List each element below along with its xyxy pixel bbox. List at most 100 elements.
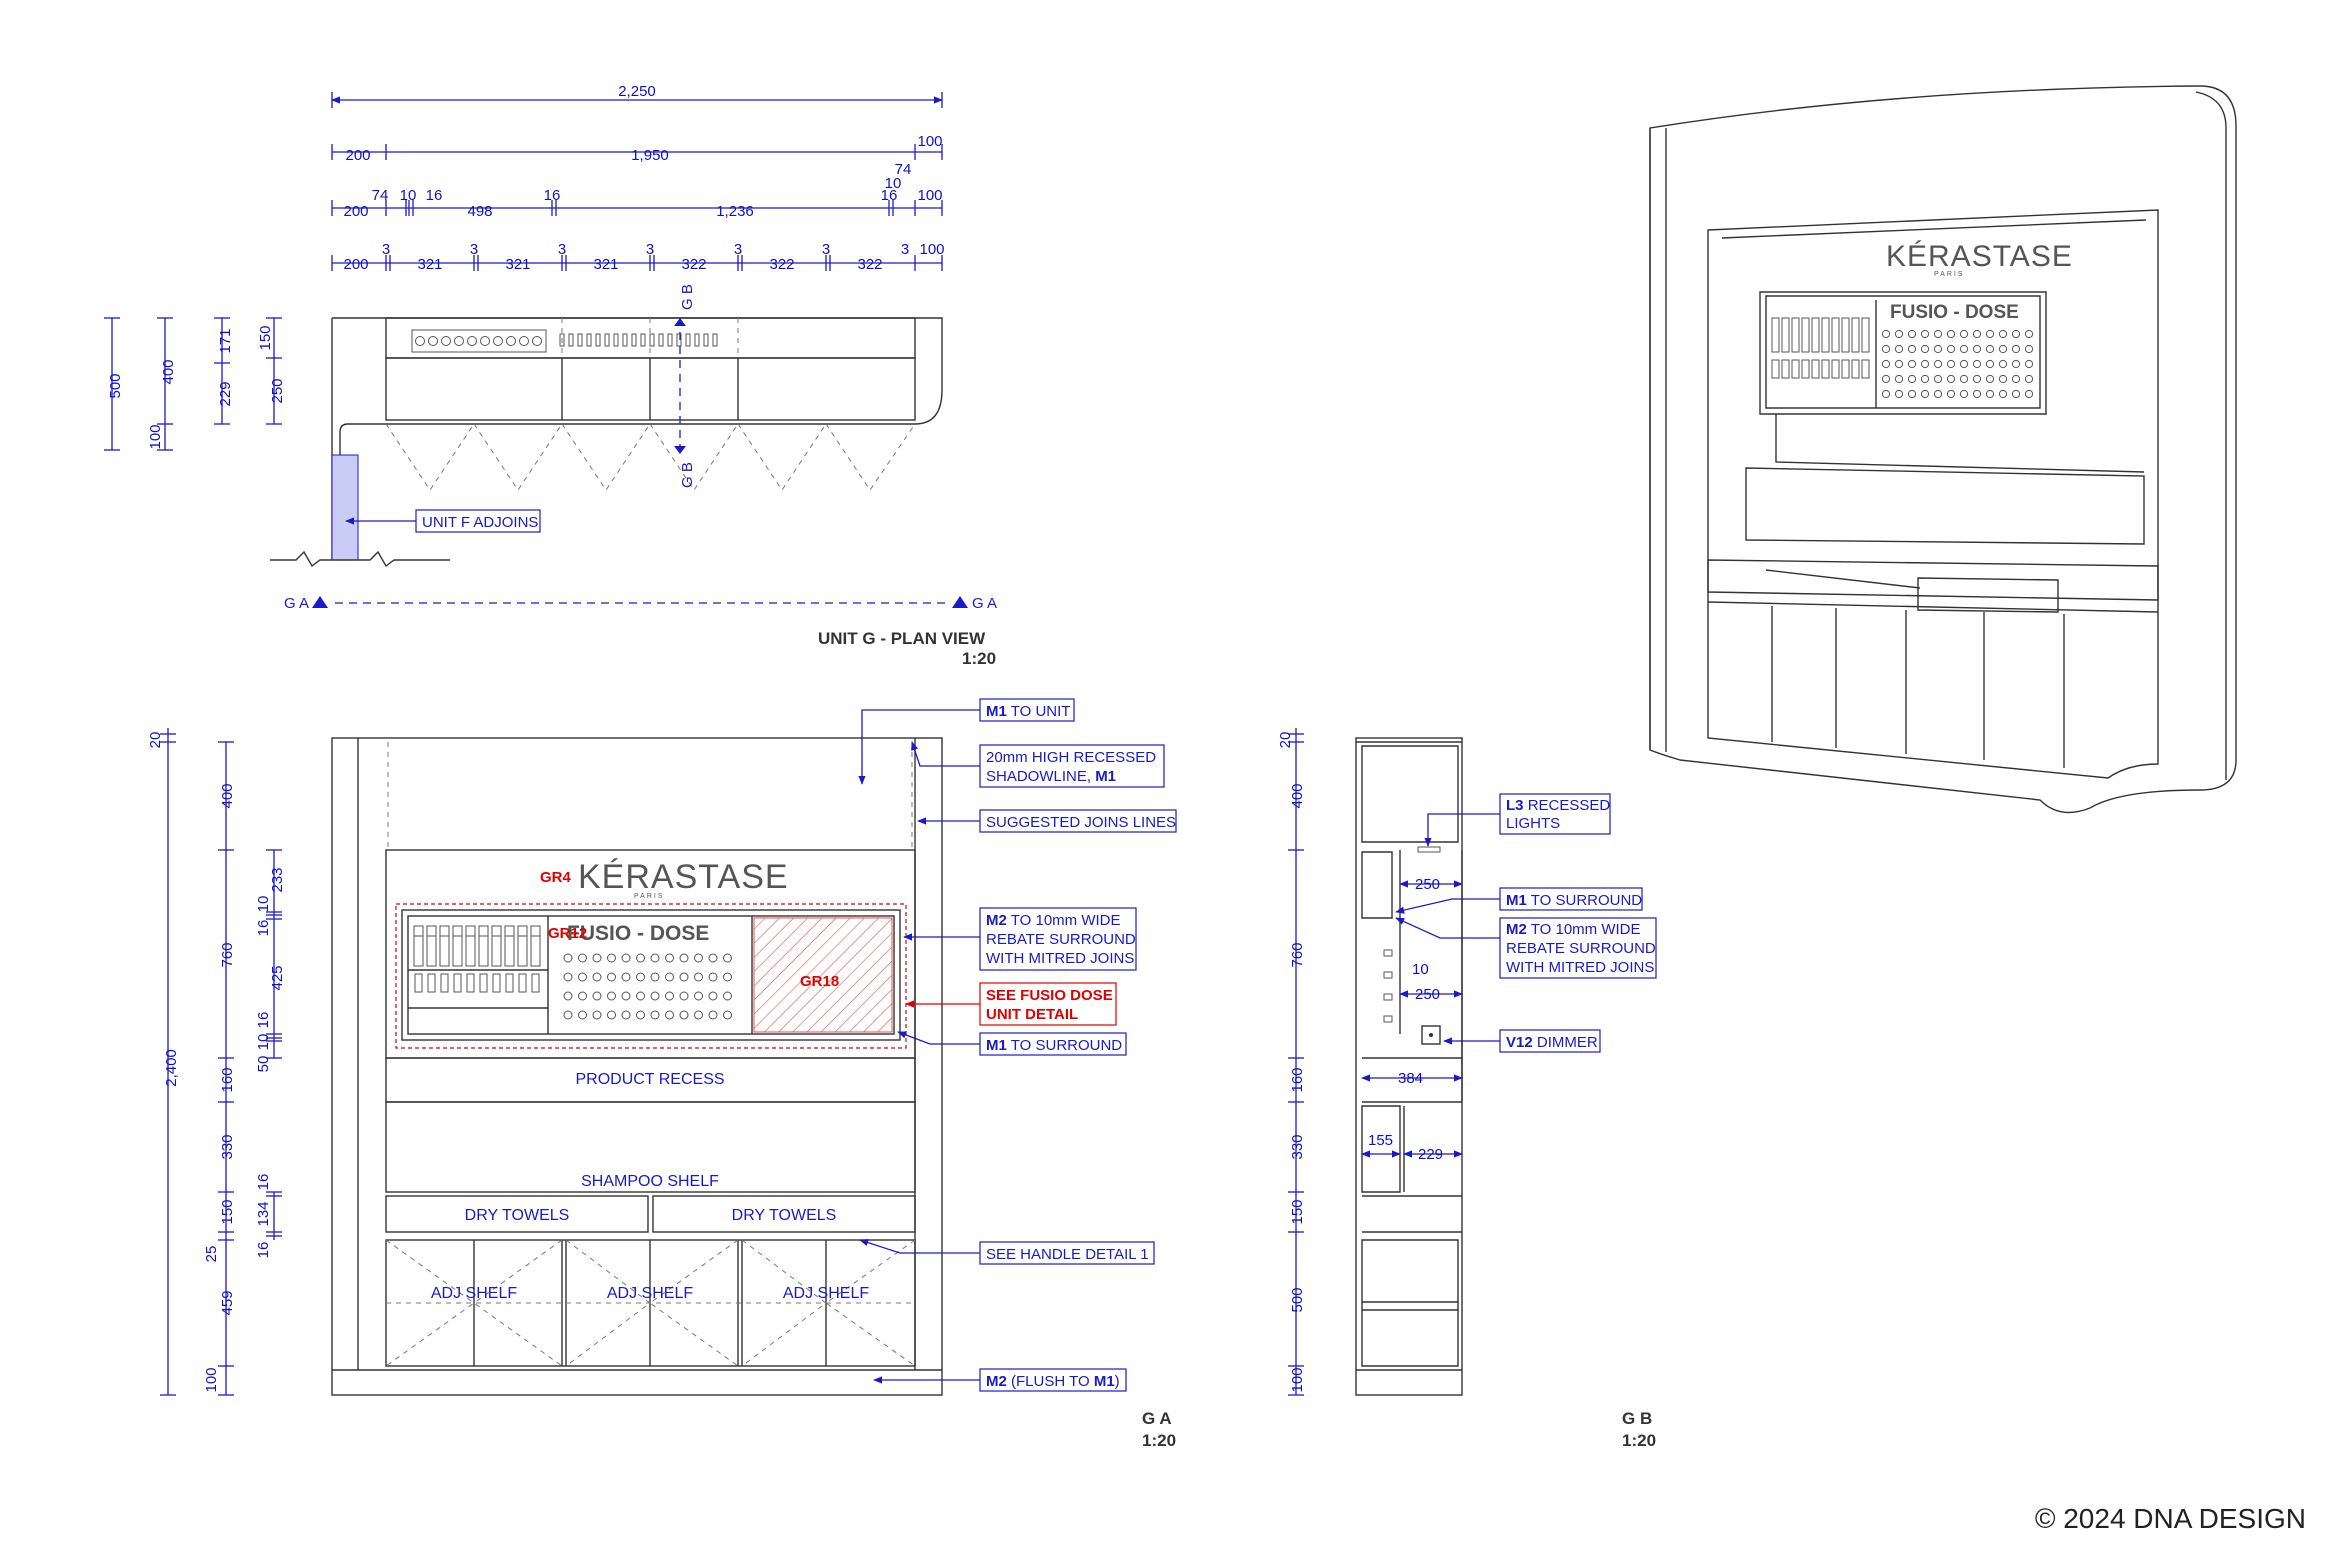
dose-dot xyxy=(723,972,732,982)
plan-gb-bottom: G B xyxy=(679,462,696,488)
dose-dot xyxy=(636,1010,645,1020)
callout-m2-1: TO 10mm WIDE xyxy=(1011,912,1121,929)
gr4-tag: GR4 xyxy=(540,869,572,886)
dim-ga-20: 20 xyxy=(147,732,164,749)
dose-dot xyxy=(694,972,703,982)
label-adj-shelf-3: ADJ SHELF xyxy=(783,1285,869,1302)
label-dry-towels-left: DRY TOWELS xyxy=(465,1207,570,1224)
callout-shadow-1: 20mm HIGH RECESSED xyxy=(986,749,1156,766)
elevation-callouts: M1 TO UNIT 20mm HIGH RECESSED SHADOWLINE… xyxy=(858,698,1177,1392)
bottle-lower xyxy=(531,973,540,993)
section-profile xyxy=(1355,737,1463,1396)
dose-dot xyxy=(708,991,718,1001)
dim-ga-16a: 16 xyxy=(255,920,272,937)
pump-stub xyxy=(676,333,682,347)
persp-bottle xyxy=(1801,317,1810,353)
persp-dose-dot xyxy=(1920,344,1930,354)
pump-stub xyxy=(658,333,664,347)
persp-dose-dot xyxy=(1894,329,1904,339)
dose-dot xyxy=(723,991,732,1001)
persp-dose-dot xyxy=(2011,359,2021,369)
persp-dose-dot xyxy=(1972,344,1982,354)
persp-dose-dot xyxy=(1985,374,1995,384)
persp-dose-dot xyxy=(1907,374,1917,384)
gb-title: G B xyxy=(1622,1409,1652,1428)
gb-m1: TO SURROUND xyxy=(1531,892,1643,909)
dose-dot xyxy=(563,953,573,963)
bottle-cap xyxy=(493,336,503,346)
dim-ga-400: 400 xyxy=(219,783,236,808)
unit-f-adjoins-note: UNIT F ADJOINS xyxy=(345,509,541,533)
persp-dose-dot xyxy=(1920,374,1930,384)
ga-mid-ticks xyxy=(218,741,234,1396)
dose-dot xyxy=(665,972,674,982)
persp-dose-dot xyxy=(1894,389,1904,399)
callout-shadow-2: SHADOWLINE, xyxy=(986,768,1091,785)
elevation-cabinet: PRODUCT RECESS SHAMPOO SHELF DRY TOWELS … xyxy=(331,737,943,1396)
bottle-cap xyxy=(415,336,425,346)
svg-text:M1 TO UNIT: M1 TO UNIT xyxy=(986,703,1070,720)
persp-bottle xyxy=(1811,317,1820,353)
dim-r4-14: 100 xyxy=(919,241,944,258)
dim-gb-250b: 250 xyxy=(1415,986,1440,1003)
dim-plan-171: 171 xyxy=(217,328,234,353)
dose-dot xyxy=(650,991,660,1001)
persp-dose-dot xyxy=(2024,374,2034,384)
dose-dot xyxy=(679,972,689,982)
dim-r3-5: 16 xyxy=(544,187,561,204)
persp-dose-dot xyxy=(1933,344,1943,354)
bottle-lower xyxy=(505,973,514,993)
bottle-cap xyxy=(428,336,438,346)
ga-fusio-label: FUSIO - DOSE xyxy=(567,922,709,945)
pump-stub xyxy=(640,333,646,347)
section-dims-left: 20 400 760 160 330 150 500 100 xyxy=(1277,728,1306,1396)
ga-title: G A xyxy=(1142,1409,1172,1428)
persp-dose-dot xyxy=(1972,359,1982,369)
dim-r4-0: 200 xyxy=(343,256,368,273)
dose-dot xyxy=(563,972,573,982)
dim-plan-100: 100 xyxy=(147,424,164,449)
door-panels xyxy=(385,1239,916,1367)
dose-dot xyxy=(592,1010,602,1020)
persp-dose-dot xyxy=(1998,344,2008,354)
dim-ga-16c: 16 xyxy=(255,1174,272,1191)
bottle-top xyxy=(452,925,463,937)
plan-dimensions-top: 2,250 200 1,950 100 200 74 10 16 498 16 … xyxy=(331,83,945,273)
label-adj-shelf-2: ADJ SHELF xyxy=(607,1285,693,1302)
callout-m2-2: REBATE SURROUND xyxy=(986,931,1136,948)
pump-stub xyxy=(568,333,574,347)
note-unit-f: UNIT F ADJOINS xyxy=(422,514,538,531)
persp-dose-dot xyxy=(1998,374,2008,384)
dose-dot xyxy=(607,1010,616,1020)
plan-ga-left: G A xyxy=(284,595,309,612)
persp-bottle xyxy=(1771,317,1780,353)
dim-gb-160: 160 xyxy=(1289,1067,1306,1092)
persp-dose-dot xyxy=(1933,374,1943,384)
callout-m1-unit-b: M1 xyxy=(986,703,1007,720)
dose-dot xyxy=(563,1010,573,1020)
bottle-body xyxy=(465,935,476,967)
dim-r2-a: 200 xyxy=(345,147,370,164)
dim-gb-384: 384 xyxy=(1398,1070,1423,1087)
dim-gb-250a: 250 xyxy=(1415,876,1440,893)
svg-text:M2 (FLUSH TO M1): M2 (FLUSH TO M1) xyxy=(986,1373,1120,1390)
section-inner-dims: 250 10 250 384 155 229 xyxy=(1361,876,1463,1163)
persp-dose-dot xyxy=(1894,359,1904,369)
persp-dose-dot xyxy=(1946,344,1956,354)
persp-bottle-lower xyxy=(1771,359,1780,379)
persp-dose-dot xyxy=(1985,389,1995,399)
callout-fusio-1: SEE FUSIO DOSE xyxy=(986,987,1113,1004)
dose-dot xyxy=(592,953,602,963)
svg-text:SHADOWLINE, M1: SHADOWLINE, M1 xyxy=(986,768,1116,785)
dim-ga-459: 459 xyxy=(219,1290,236,1315)
persp-dose-dot xyxy=(1881,374,1891,384)
dose-dot xyxy=(636,991,645,1001)
dim-r2-c: 100 xyxy=(917,133,942,150)
persp-dose-dot xyxy=(1998,359,2008,369)
svg-text:V12 DIMMER: V12 DIMMER xyxy=(1506,1034,1598,1051)
dose-dot xyxy=(723,953,732,963)
dose-dot xyxy=(621,953,631,963)
dim-r3-4: 498 xyxy=(467,203,492,220)
elevation-fusio-panel: KÉRASTASE PARIS FUSIO - DOSE GR4 GR12 GR… xyxy=(395,858,907,1049)
plan-view: 2,250 200 1,950 100 200 74 10 16 498 16 … xyxy=(104,83,997,668)
